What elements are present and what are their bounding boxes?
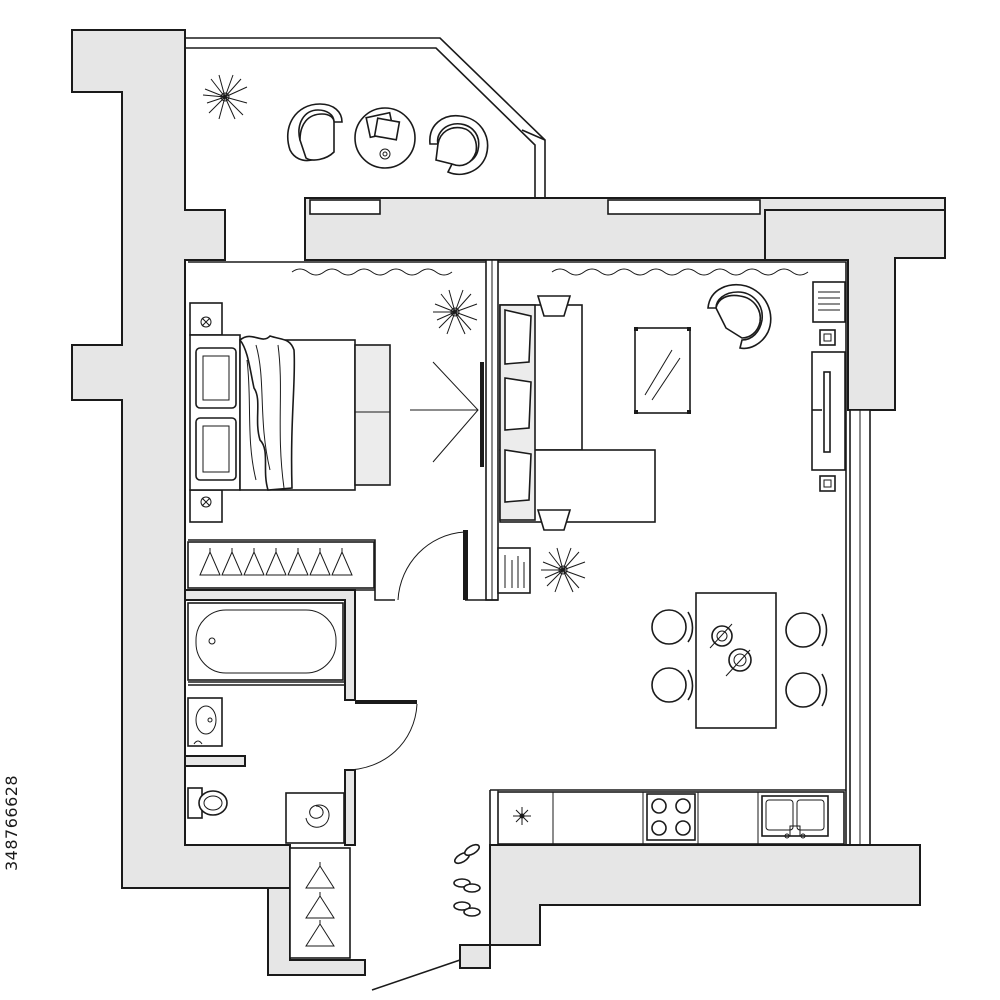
toilet-partition [184,755,246,767]
kitchen [497,791,845,845]
armchair-icon [429,115,489,176]
curtain [551,268,809,276]
hall-wall [344,769,356,846]
shelf-unit [497,547,531,594]
fridge-icon [513,807,531,825]
nightstand-top [189,302,223,336]
bottom-right-wall [489,844,921,946]
dining-chair [651,609,694,645]
exterior-walls [71,29,946,976]
bedroom [187,268,479,589]
kitchen-sink-icon [761,795,829,839]
dining-chair [651,667,694,703]
bathroom [187,602,345,844]
washing-machine-icon [285,792,345,844]
bathroom-wall [184,589,356,701]
window-top-left [309,199,381,215]
interior-walls [184,259,847,846]
living-room [499,268,846,729]
plant-icon [433,289,478,335]
round-table-icon [354,107,416,169]
shoes-icon [453,843,481,917]
tv-stand [811,329,846,492]
coffee-table [634,327,691,414]
stove-icon [646,793,696,841]
balcony [184,37,546,210]
sink-icon [187,697,223,747]
toilet-icon [187,787,228,819]
door-swing-arrow [410,361,479,463]
door-jamb [463,530,468,600]
nightstand-bottom [189,489,223,523]
armchair-icon [286,103,343,162]
plant-icon [202,74,248,120]
window-top-right [607,199,761,215]
bedroom-door-swing [397,531,466,601]
stock-id-label: 348766628 [2,774,21,872]
hall-wardrobe [289,847,351,959]
dining-chair [785,612,828,648]
double-bed [189,334,391,491]
bathtub [187,602,344,681]
top-right-wall [764,209,946,411]
curtain [291,268,453,276]
entrance-door [371,959,461,991]
dining-table [695,592,777,729]
entrance-hall [289,843,481,991]
corner-sofa [499,295,656,531]
dining-chair [785,672,828,708]
bathroom-door [355,700,417,704]
bookshelf [812,281,846,323]
armchair-icon [707,284,772,350]
entrance-wall-right [459,944,491,969]
wardrobe [187,541,375,589]
plant-icon [541,547,586,593]
